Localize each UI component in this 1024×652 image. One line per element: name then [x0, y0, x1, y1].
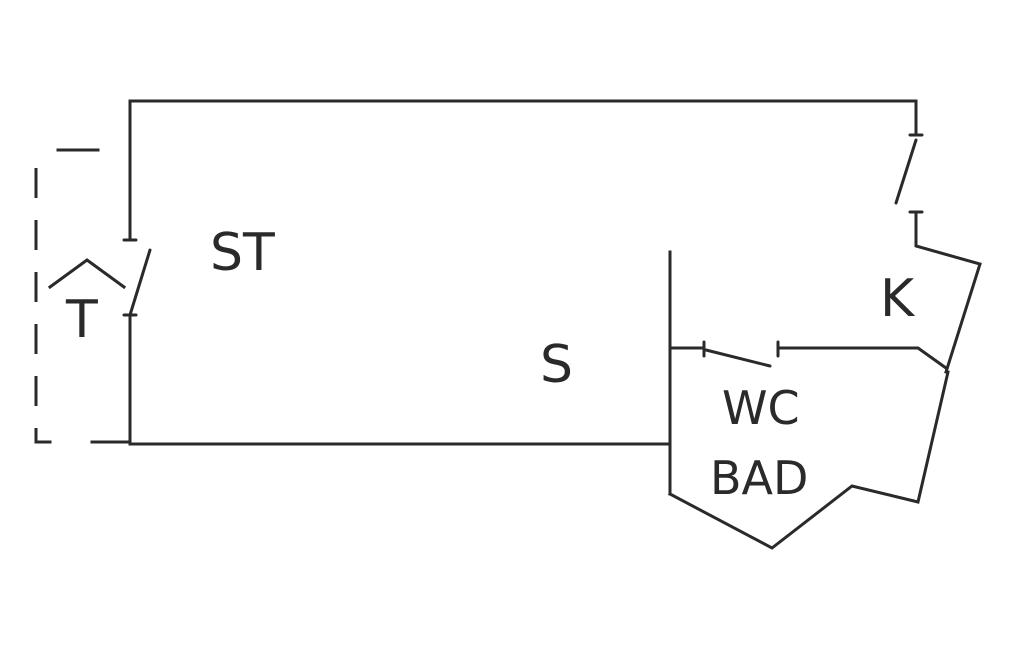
label-st: ST — [210, 223, 275, 283]
label-k: K — [880, 269, 916, 329]
label-t: T — [65, 290, 98, 350]
st-switch — [122, 232, 152, 317]
label-s: S — [540, 335, 573, 395]
label-wc: WC — [722, 381, 800, 435]
wc-switch — [668, 340, 949, 371]
enclosure-outline — [667, 370, 950, 550]
main-circuit-wires — [128, 99, 918, 496]
k-switch — [894, 133, 982, 374]
t-dashed-boundary — [34, 148, 132, 444]
label-bad: BAD — [710, 451, 808, 505]
t-roof-symbol — [47, 258, 127, 290]
